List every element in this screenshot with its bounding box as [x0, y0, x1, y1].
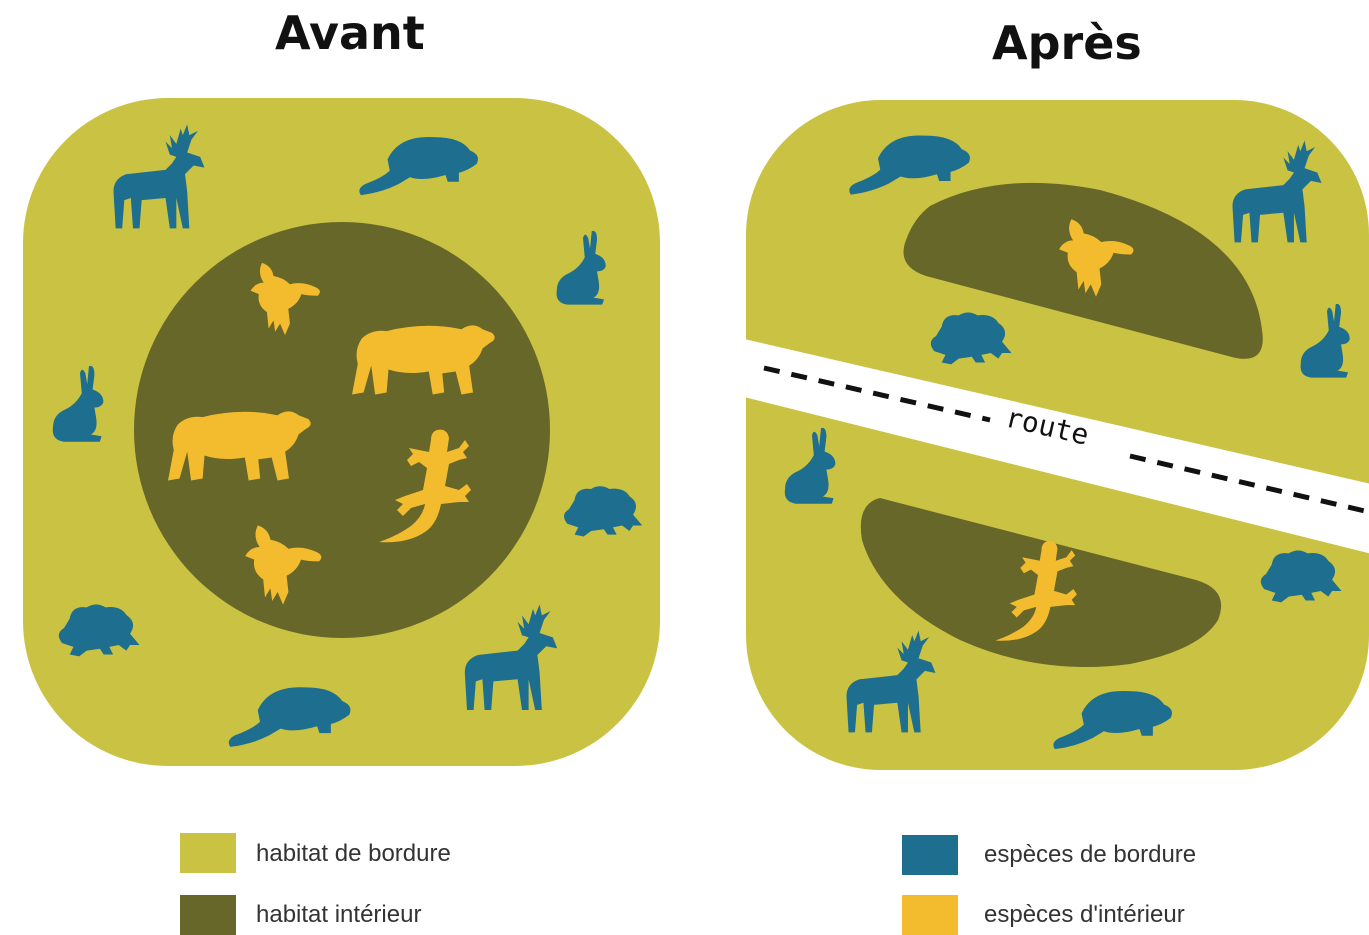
legend-label-edge-species: espèces de bordure — [984, 841, 1196, 869]
legend-label-interior-habitat: habitat intérieur — [256, 901, 421, 929]
legend-swatch-interior-species — [902, 895, 958, 935]
legend-label-interior-species: espèces d'intérieur — [984, 901, 1185, 929]
before-panel — [23, 98, 660, 766]
legend-swatch-edge-species — [902, 835, 958, 875]
legend-swatch-edge-habitat — [180, 833, 236, 873]
legend-swatch-interior-habitat — [180, 895, 236, 935]
after-panel: route — [740, 100, 1369, 770]
legend-label-edge-habitat: habitat de bordure — [256, 840, 451, 868]
